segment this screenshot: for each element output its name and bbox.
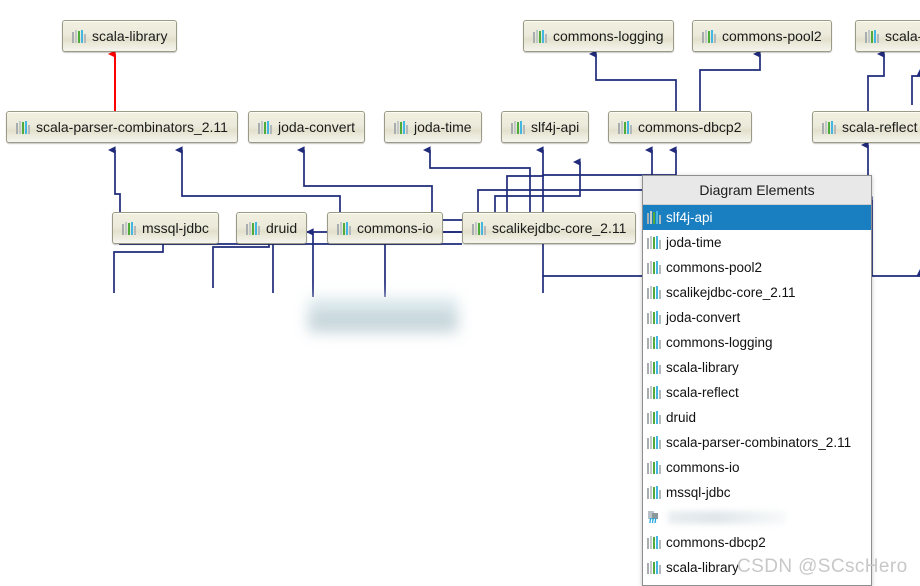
- node-scala-reflect[interactable]: scala-reflect: [812, 111, 920, 143]
- list-item-label: commons-pool2: [666, 259, 763, 275]
- list-item-label: slf4j-api: [666, 209, 713, 225]
- jar-bars-icon: [647, 536, 661, 549]
- list-item-commons-pool2[interactable]: commons-pool2: [643, 255, 871, 280]
- jar-bars-icon: [72, 29, 86, 43]
- node-label: scalikejdbc-core_2.11: [492, 220, 627, 236]
- node-commons-io[interactable]: commons-io: [327, 212, 444, 244]
- jar-bars-icon: [258, 120, 272, 134]
- jar-bars-icon: [647, 311, 661, 324]
- node-label: joda-time: [414, 119, 472, 135]
- list-item-druid[interactable]: druid: [643, 405, 871, 430]
- node-label: scala-reflect: [842, 119, 918, 135]
- node-scalikejdbc-core[interactable]: scalikejdbc-core_2.11: [462, 212, 637, 244]
- jar-bars-icon: [647, 436, 661, 449]
- node-scala-library[interactable]: scala-library: [62, 20, 178, 52]
- node-commons-pool2[interactable]: commons-pool2: [692, 20, 832, 52]
- jar-bars-icon: [647, 461, 661, 474]
- node-label: mssql-jdbc: [142, 220, 209, 236]
- list-item-scala-library-2[interactable]: scala-library: [643, 555, 871, 580]
- jar-bars-icon: [618, 120, 632, 134]
- list-item-commons-io[interactable]: commons-io: [643, 455, 871, 480]
- watermark: CSDN @SCscHero: [737, 556, 908, 577]
- jar-bars-icon: [647, 486, 661, 499]
- node-label: druid: [266, 220, 298, 236]
- list-item-label: commons-logging: [666, 334, 773, 350]
- redacted-label: [668, 511, 786, 524]
- list-item-scala-library[interactable]: scala-library: [643, 355, 871, 380]
- node-commons-dbcp2[interactable]: commons-dbcp2: [608, 111, 752, 143]
- node-commons-logging[interactable]: commons-logging: [523, 20, 674, 52]
- list-item-label: commons-io: [666, 459, 740, 475]
- node-scala-parser-combinators[interactable]: scala-parser-combinators_2.11: [6, 111, 238, 143]
- maven-project-icon: m: [647, 510, 661, 525]
- list-item-label: scala-library: [666, 359, 739, 375]
- node-druid[interactable]: druid: [236, 212, 308, 244]
- node-label: slf4j-api: [531, 119, 580, 135]
- jar-bars-icon: [647, 236, 661, 249]
- list-item-label: druid: [666, 409, 697, 425]
- node-label: joda-convert: [278, 119, 356, 135]
- jar-bars-icon: [822, 120, 836, 134]
- list-item-joda-convert[interactable]: joda-convert: [643, 305, 871, 330]
- list-item-scala-reflect[interactable]: scala-reflect: [643, 380, 871, 405]
- list-item-scala-parser-combinators[interactable]: scala-parser-combinators_2.11: [643, 430, 871, 455]
- list-item-label: scala-library: [666, 559, 739, 575]
- list-item-commons-logging[interactable]: commons-logging: [643, 330, 871, 355]
- node-scala-top-right[interactable]: scala-: [855, 20, 920, 52]
- jar-bars-icon: [865, 29, 879, 43]
- jar-bars-icon: [246, 221, 260, 235]
- jar-bars-icon: [647, 286, 661, 299]
- jar-bars-icon: [533, 29, 547, 43]
- jar-bars-icon: [647, 336, 661, 349]
- node-label: scala-parser-combinators_2.11: [36, 119, 228, 135]
- node-label: commons-dbcp2: [638, 119, 742, 135]
- list-item-label: scalikejdbc-core_2.11: [666, 284, 796, 300]
- list-item-label: joda-time: [666, 234, 722, 250]
- node-mssql-jdbc[interactable]: mssql-jdbc: [112, 212, 219, 244]
- node-label: scala-: [885, 28, 920, 44]
- node-root-project-redacted[interactable]: [308, 297, 458, 333]
- list-item-label: scala-parser-combinators_2.11: [666, 434, 852, 450]
- diagram-elements-list[interactable]: slf4j-api joda-time commons-pool2 scalik…: [643, 205, 871, 580]
- node-joda-time[interactable]: joda-time: [384, 111, 482, 143]
- jar-bars-icon: [647, 411, 661, 424]
- list-item-commons-dbcp2[interactable]: commons-dbcp2: [643, 530, 871, 555]
- panel-title: Diagram Elements: [643, 176, 871, 205]
- node-label: commons-io: [357, 220, 434, 236]
- list-item-label: joda-convert: [666, 309, 741, 325]
- jar-bars-icon: [472, 221, 486, 235]
- jar-bars-icon: [647, 561, 661, 574]
- list-item-mssql-jdbc[interactable]: mssql-jdbc: [643, 480, 871, 505]
- list-item-scalikejdbc-core[interactable]: scalikejdbc-core_2.11: [643, 280, 871, 305]
- node-joda-convert[interactable]: joda-convert: [248, 111, 366, 143]
- list-item-label: mssql-jdbc: [666, 484, 731, 500]
- list-item-redacted-project[interactable]: m: [643, 505, 871, 530]
- jar-bars-icon: [702, 29, 716, 43]
- jar-bars-icon: [337, 221, 351, 235]
- jar-bars-icon: [647, 386, 661, 399]
- list-item-label: scala-reflect: [666, 384, 739, 400]
- node-slf4j-api[interactable]: slf4j-api: [501, 111, 590, 143]
- jar-bars-icon: [647, 261, 661, 274]
- jar-bars-icon: [394, 120, 408, 134]
- jar-bars-icon: [511, 120, 525, 134]
- diagram-elements-panel[interactable]: Diagram Elements slf4j-api joda-time com…: [642, 175, 872, 586]
- list-item-slf4j-api[interactable]: slf4j-api: [643, 205, 871, 230]
- jar-bars-icon: [122, 221, 136, 235]
- jar-bars-icon: [647, 211, 661, 224]
- list-item-joda-time[interactable]: joda-time: [643, 230, 871, 255]
- jar-bars-icon: [647, 361, 661, 374]
- node-label: commons-logging: [553, 28, 664, 44]
- node-label: scala-library: [92, 28, 168, 44]
- node-label: commons-pool2: [722, 28, 822, 44]
- list-item-label: commons-dbcp2: [666, 534, 766, 550]
- jar-bars-icon: [16, 120, 30, 134]
